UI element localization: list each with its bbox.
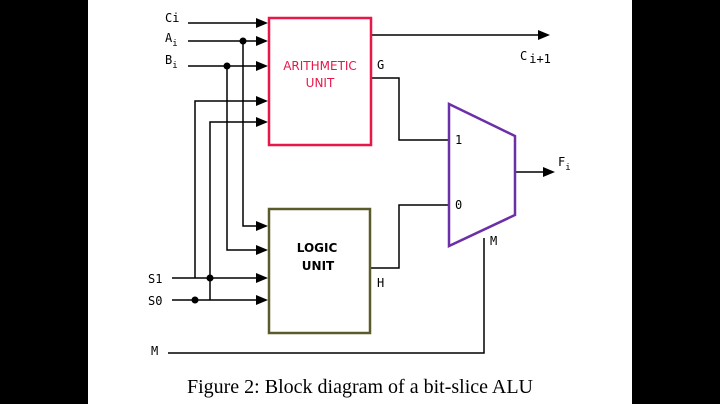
output-h-label: H <box>377 276 384 290</box>
logic-unit-label-2: UNIT <box>302 259 335 273</box>
wire-g <box>371 77 449 141</box>
wire-s1-to-au <box>194 100 258 278</box>
figure-caption: Figure 2: Block diagram of a bit-slice A… <box>186 376 534 398</box>
logic-unit-box <box>267 207 372 335</box>
mux-input-1-label: 1 <box>455 133 462 147</box>
input-ci-label: Ci <box>165 11 179 25</box>
input-s1-label: S1 <box>148 272 162 286</box>
wire-h <box>371 204 449 269</box>
arithmetic-unit-box <box>267 16 373 147</box>
input-ai-label: Ai <box>165 31 178 49</box>
wire-ai-to-lu <box>242 41 258 227</box>
input-s0-label: S0 <box>148 294 162 308</box>
alu-block-diagram: ARITHMETIC UNIT LOGIC UNIT 1 0 M Ci Ai B… <box>148 11 571 358</box>
wire-bi-to-lu <box>226 66 258 251</box>
logic-unit-label: LOGIC <box>297 241 338 255</box>
input-bi-label: Bi <box>165 53 178 71</box>
multiplexer <box>447 102 517 248</box>
arithmetic-unit-label-2: UNIT <box>306 76 335 90</box>
output-g-label: G <box>377 58 384 72</box>
arithmetic-unit-label: ARITHMETIC <box>283 59 357 73</box>
mux-input-0-label: 0 <box>455 198 462 212</box>
output-f-label: Fi <box>558 155 571 173</box>
mux-select-label: M <box>490 234 497 248</box>
wire-s0-to-au <box>209 121 258 300</box>
input-m-label: M <box>151 344 158 358</box>
slide: ARITHMETIC UNIT LOGIC UNIT 1 0 M Ci Ai B… <box>88 0 632 404</box>
wire-m <box>168 238 485 354</box>
